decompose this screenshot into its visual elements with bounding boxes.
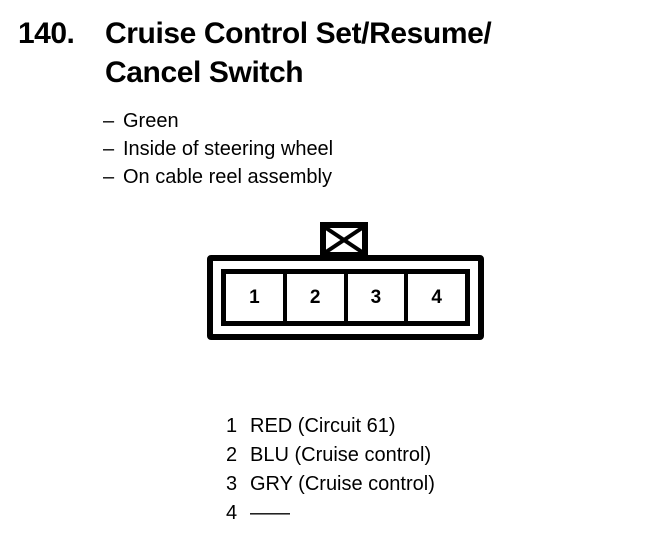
legend-pin-number: 2 (226, 444, 238, 466)
list-item: – Inside of steering wheel (103, 135, 603, 163)
title-text-line-2: Cancel Switch (105, 56, 304, 89)
legend-row: 2 BLU (Cruise control) (226, 441, 646, 470)
dash-bullet-icon: – (103, 166, 115, 188)
title-text-line-1: Cruise Control Set/Resume/ (105, 17, 492, 50)
connector-locking-tab (320, 222, 368, 258)
connector-diagram: 1 2 3 4 (207, 222, 484, 340)
section-number: 140. (18, 17, 75, 50)
list-item-label: Green (123, 110, 179, 132)
connector-pin-2: 2 (286, 274, 344, 321)
connector-pin-3: 3 (347, 274, 405, 321)
list-item-label: Inside of steering wheel (123, 138, 334, 160)
list-item: – On cable reel assembly (103, 163, 603, 191)
x-crossed-tab-icon (326, 228, 362, 252)
connector-pin-1: 1 (226, 274, 283, 321)
legend-pin-number: 1 (226, 415, 238, 437)
description-list: – Green – Inside of steering wheel – On … (103, 107, 603, 191)
legend-pin-label: BLU (Cruise control) (250, 444, 432, 466)
legend-pin-label: GRY (Cruise control) (250, 473, 435, 495)
dash-bullet-icon: – (103, 110, 115, 132)
connector-body: 1 2 3 4 (207, 255, 484, 340)
connector-pin-4: 4 (408, 274, 465, 321)
legend-pin-number: 4 (226, 502, 238, 524)
dash-bullet-icon: – (103, 138, 115, 160)
list-item-label: On cable reel assembly (123, 166, 332, 188)
legend-pin-label: RED (Circuit 61) (250, 415, 396, 437)
legend-row: 3 GRY (Cruise control) (226, 470, 646, 499)
connector-pin-row: 1 2 3 4 (221, 269, 470, 326)
list-item: – Green (103, 107, 603, 135)
page-title: 140. Cruise Control Set/Resume/ Cancel Sw… (18, 14, 654, 92)
legend-pin-number: 3 (226, 473, 238, 495)
title-line-1: 140. Cruise Control Set/Resume/ (18, 14, 654, 53)
legend-pin-label: —— (250, 502, 290, 524)
legend-row: 4 —— (226, 499, 646, 528)
pin-legend: 1 RED (Circuit 61) 2 BLU (Cruise control… (226, 412, 646, 528)
legend-row: 1 RED (Circuit 61) (226, 412, 646, 441)
